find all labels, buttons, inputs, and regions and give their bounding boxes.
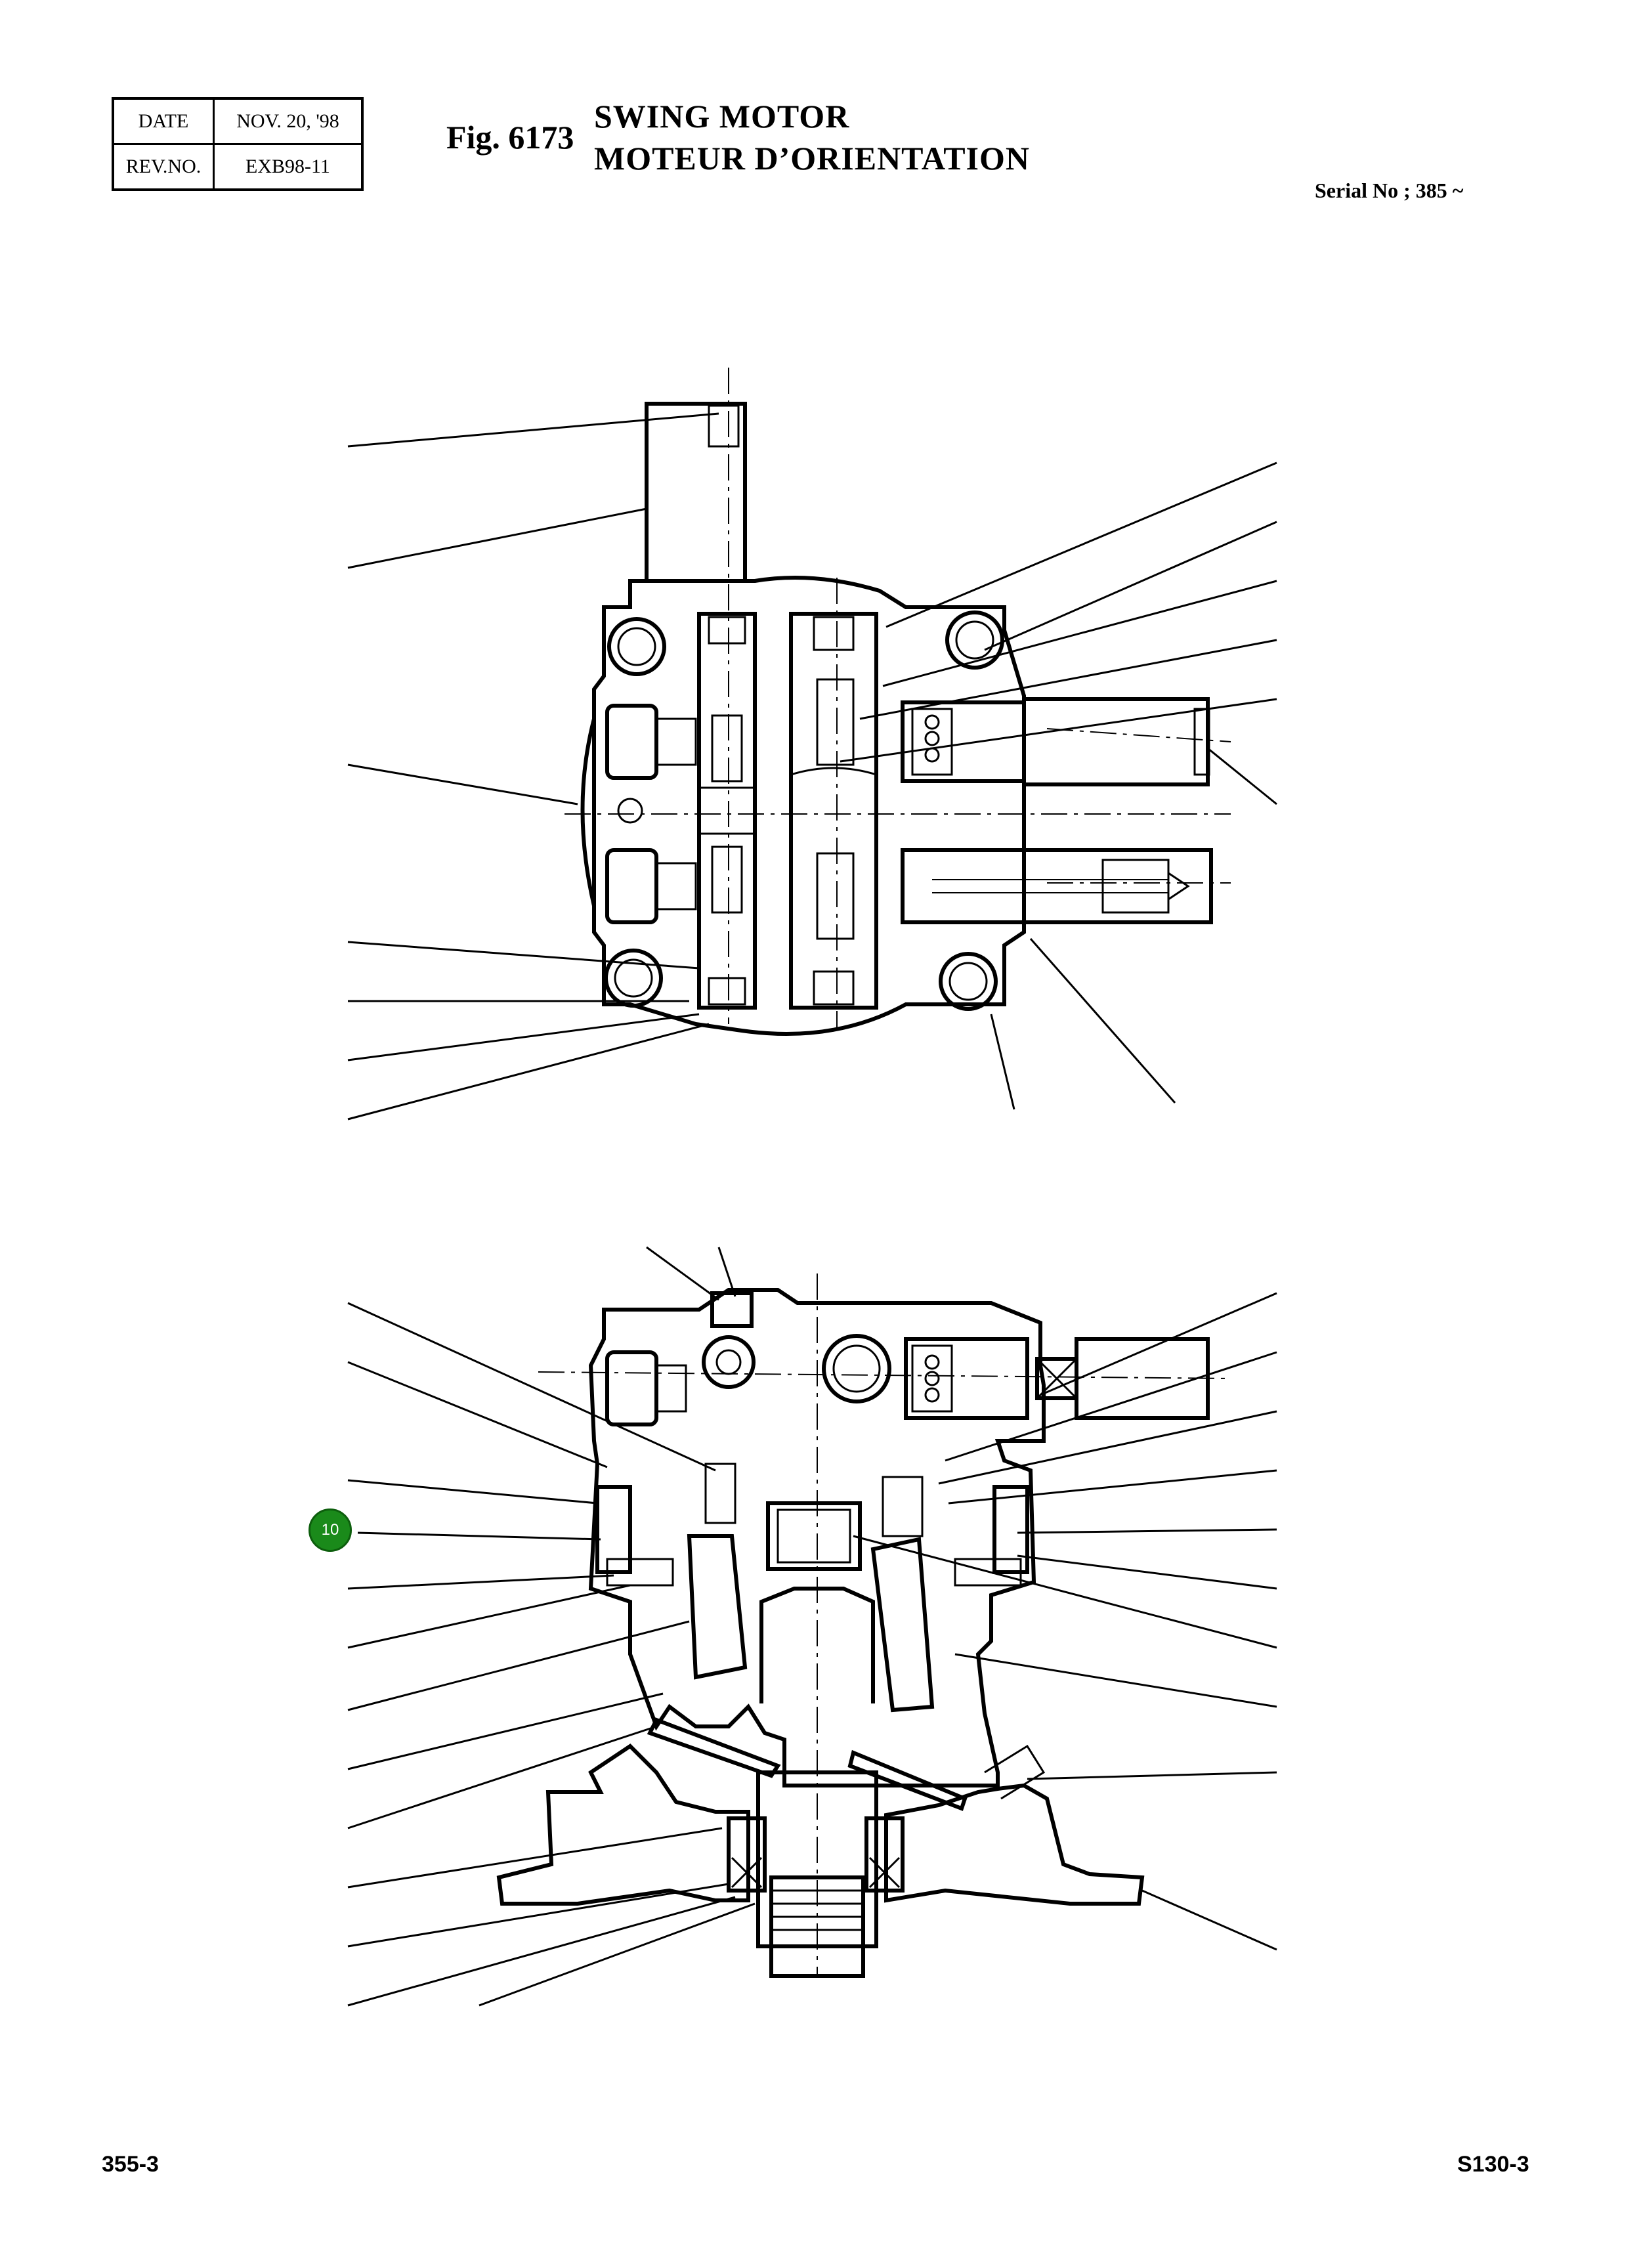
serial-number: Serial No ; 385 ~ bbox=[1315, 179, 1464, 202]
side-view-leaders bbox=[347, 1246, 1277, 2007]
page-number-right: S130-3 bbox=[1457, 2152, 1529, 2177]
title-french: MOTEUR D’ORIENTATION bbox=[594, 140, 1031, 177]
top-view-leaders bbox=[347, 412, 1277, 1121]
top-view-drawing bbox=[565, 368, 1231, 1036]
callout-marker[interactable]: 10 bbox=[309, 1508, 352, 1552]
page-number-left: 355-3 bbox=[102, 2152, 159, 2177]
title-english: SWING MOTOR bbox=[594, 98, 850, 135]
figure-number: Fig. 6173 bbox=[446, 119, 574, 156]
rev-label: REV.NO. bbox=[112, 143, 215, 191]
date-label: DATE bbox=[112, 97, 215, 145]
side-view-drawing bbox=[496, 1273, 1231, 1978]
revision-table: DATE NOV. 20, '98 REV.NO. EXB98-11 bbox=[112, 97, 364, 191]
rev-value: EXB98-11 bbox=[213, 143, 364, 191]
date-value: NOV. 20, '98 bbox=[213, 97, 364, 145]
